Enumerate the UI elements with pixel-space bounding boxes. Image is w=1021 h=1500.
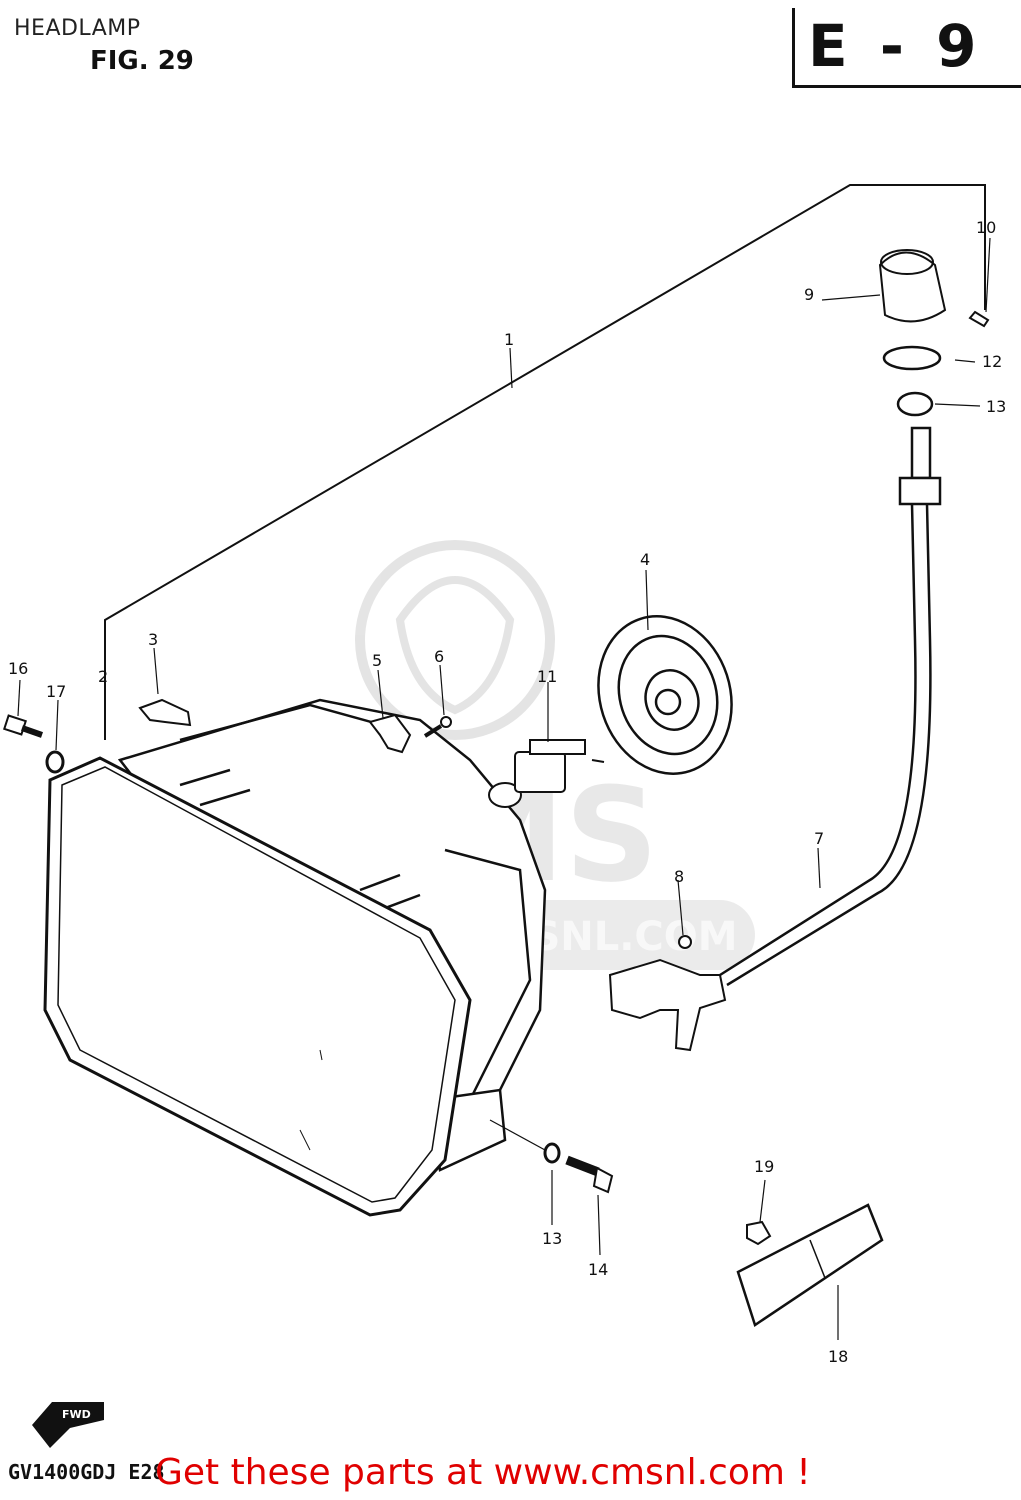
callout-10: 10 [976,218,996,237]
reflector-part-18 [736,1203,884,1327]
callout-7: 7 [814,829,824,848]
washer-part-13-lower [543,1142,561,1164]
washer-part-12 [882,345,942,371]
nut-part-19 [746,1220,772,1246]
callout-12: 12 [982,352,1002,371]
screw-part-8 [678,935,692,949]
callout-9: 9 [804,285,814,304]
leader-lines [17,237,991,1340]
nut-part-13 [896,391,934,417]
callout-6: 6 [434,647,444,666]
adjuster-cable-part-7 [719,426,942,987]
callout-3: 3 [148,630,158,649]
reflector-cover-part-4 [597,615,733,775]
callout-11: 11 [537,667,557,686]
callout-1: 1 [504,330,514,349]
section-box [792,8,1021,88]
cable-bracket [608,958,727,1052]
knob-part-9 [878,249,947,323]
callout-17: 17 [46,682,66,701]
bulb-part-11 [488,739,605,808]
figure-label: FIG. 29 [90,46,194,76]
callout-2: 2 [98,667,108,686]
callout-5: 5 [372,651,382,670]
promo-link[interactable]: Get these parts at www.cmsnl.com ! [155,1452,811,1493]
model-code: GV1400GDJ E28 [8,1460,165,1484]
callout-4: 4 [640,550,650,569]
callout-labels: 1 2 3 4 5 6 7 8 9 10 11 12 13 13 14 16 1… [8,218,1006,1366]
callout-13-upper: 13 [986,397,1006,416]
callout-19: 19 [754,1157,774,1176]
page-title: HEADLAMP [14,16,141,41]
callout-13-lower: 13 [542,1229,562,1248]
screw-part-16 [3,714,43,738]
screw-part-10 [968,310,990,328]
socket-part-5 [368,713,412,754]
clip-part-3 [138,698,192,727]
screw-part-6 [423,716,452,738]
callout-8: 8 [674,867,684,886]
assembly-bracket [104,184,986,740]
section-code: E - 9 [808,12,983,80]
callout-14: 14 [588,1260,608,1279]
headlamp-lens [43,756,472,1217]
forward-arrow-icon: FWD [32,1402,104,1448]
bolt-part-14 [565,1155,614,1194]
washer-part-17 [45,750,65,774]
forward-arrow-label: FWD [62,1408,91,1421]
callout-18: 18 [828,1347,848,1366]
callout-16: 16 [8,659,28,678]
